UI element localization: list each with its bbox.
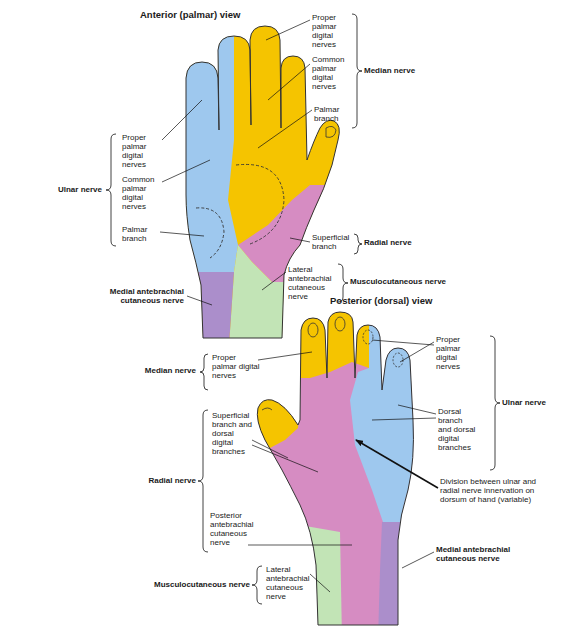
branch-label: Proper palmar digital nerves [122, 134, 162, 170]
annotation-note: Division between ulnar and radial nerve … [440, 478, 538, 505]
medial-antebrachial-region [378, 522, 430, 640]
bracket [106, 134, 116, 246]
radial-region [240, 290, 440, 640]
leader-line [162, 160, 210, 182]
branch-label: Lateral antebrachial cutaneous nerve [266, 566, 314, 602]
leader-line [310, 574, 330, 592]
fingernail [326, 126, 336, 137]
branch-label: Posterior antebrachial cutaneous nerve [210, 512, 260, 548]
leader-line [266, 20, 310, 40]
leader-line [162, 100, 202, 140]
leader-line [258, 352, 312, 360]
nerve-name: Ulnar nerve [502, 399, 582, 408]
leader-line [400, 342, 434, 362]
branch-label: Palmar branch [314, 106, 350, 124]
region-boundary-dashed [236, 164, 284, 244]
leader-line [398, 405, 436, 414]
fingernail [335, 317, 345, 331]
medial-antebrachial-region [180, 272, 234, 360]
leader-line [290, 238, 310, 242]
posterior-hand-regions [240, 290, 440, 640]
pointer-arrow [356, 440, 438, 488]
nerve-name: Ulnar nerve [40, 186, 102, 195]
branch-label: Palmar branch [122, 226, 162, 244]
branch-label: Superficial branch [312, 234, 352, 252]
leader-line [372, 340, 434, 345]
leader-line [258, 110, 312, 148]
branch-label: Proper palmar digital nerves [312, 14, 350, 50]
bracket [252, 566, 262, 604]
nerve-name: Medial antebrachial cutaneous nerve [436, 546, 536, 564]
leader-line [402, 552, 434, 568]
fingernail [308, 323, 318, 337]
leader-line [187, 296, 212, 305]
nerve-name: Radial nerve [364, 239, 434, 248]
view-heading: Posterior (dorsal) view [330, 296, 470, 307]
bracket [198, 410, 208, 552]
branch-label: Common palmar digital nerves [122, 176, 162, 212]
hand-outline [257, 312, 413, 625]
branch-label: Proper palmar digital nerves [436, 336, 476, 372]
bracket [490, 336, 500, 470]
fingernail [363, 330, 373, 344]
branch-label: Common palmar digital nerves [312, 56, 350, 92]
nerve-name: Median nerve [130, 367, 196, 376]
leader-line [252, 445, 318, 472]
nerve-name: Radial nerve [130, 477, 196, 486]
branch-label: Dorsal branch and dorsal digital branche… [438, 408, 478, 453]
fingernail [393, 353, 403, 367]
nerve-name: Musculocutaneous nerve [118, 581, 250, 590]
leader-line [248, 545, 352, 546]
nerve-name: Medial antebrachial cutaneous nerve [84, 288, 184, 306]
branch-label: Proper palmar digital nerves [212, 354, 260, 381]
brackets [106, 14, 500, 604]
leader-line [268, 64, 310, 100]
nerve-name: Median nerve [364, 67, 444, 76]
branch-label: Lateral antebrachial cutaneous nerve [288, 266, 336, 302]
leader-line [252, 440, 288, 458]
fingernail [262, 408, 272, 410]
leader-line [262, 272, 286, 290]
region-boundary-dashed [196, 208, 224, 258]
bracket [354, 234, 362, 254]
bracket [352, 14, 362, 128]
leader-line [160, 232, 204, 236]
branch-label: Superficial branch and dorsal digital br… [212, 412, 254, 457]
nerve-name: Musculocutaneous nerve [350, 278, 475, 287]
view-heading: Anterior (palmar) view [140, 10, 290, 21]
ulnar-region [350, 300, 430, 528]
leader-line [372, 418, 436, 420]
bracket [200, 354, 208, 390]
